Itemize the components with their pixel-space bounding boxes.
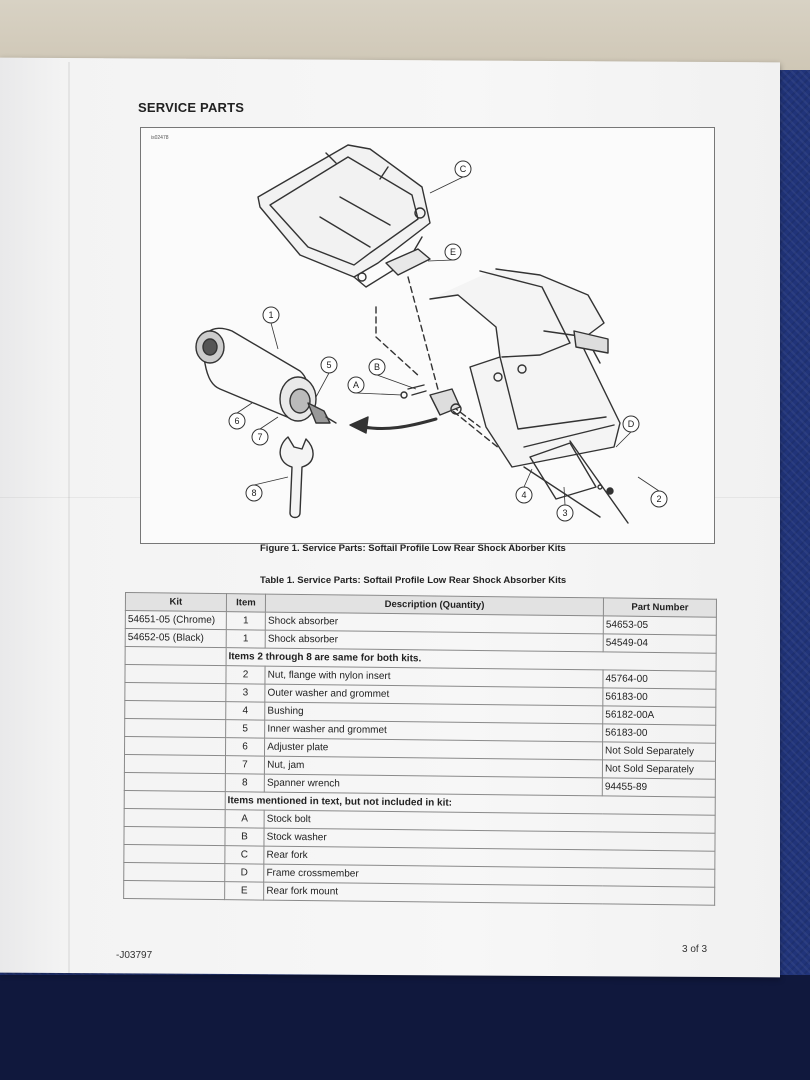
direction-arrow [362, 417, 438, 431]
callout-6: 6 [228, 412, 246, 430]
callout-2: 2 [650, 490, 668, 508]
header-item: Item [226, 593, 266, 613]
kit-cell [124, 718, 226, 738]
kit-cell: 54652-05 (Black) [125, 628, 227, 648]
kit-cell [124, 736, 226, 756]
table-caption: Table 1. Service Parts: Softail Profile … [260, 575, 567, 586]
svg-text:5: 5 [326, 360, 331, 370]
part-number-cell: 56183-00 [602, 687, 716, 708]
item-cell: 1 [226, 611, 266, 631]
callout-E: E [444, 243, 462, 261]
document-number: -J03797 [116, 950, 153, 961]
stock-bolt-drawing [407, 384, 427, 396]
item-cell: C [224, 845, 265, 865]
kit-cell [123, 844, 225, 864]
item-cell: E [224, 881, 264, 901]
svg-text:C: C [460, 164, 467, 174]
item-cell: 2 [225, 665, 266, 685]
item-cell: 5 [225, 719, 265, 739]
callout-3: 3 [556, 504, 574, 522]
part-number-cell: 54549-04 [603, 633, 717, 654]
figure-id: is02478 [151, 135, 169, 141]
kit-cell [124, 664, 226, 684]
header-part-number: Part Number [603, 597, 717, 618]
item-cell: 3 [225, 683, 266, 703]
svg-text:7: 7 [257, 432, 262, 442]
kit-cell [124, 682, 226, 702]
item-cell: B [224, 827, 265, 847]
item-cell: 8 [225, 773, 265, 793]
part-number-cell: 94455-89 [602, 777, 716, 798]
callout-D: D [622, 415, 640, 433]
item-cell: 1 [226, 629, 266, 649]
kit-cell [123, 826, 225, 846]
callout-B: B [368, 358, 386, 376]
svg-text:E: E [450, 247, 456, 257]
frame-drawing [429, 268, 621, 468]
kit-cell [124, 772, 226, 792]
shock-absorber-diagram: 1 2 3 4 5 6 7 8 A B C D E [195, 144, 668, 524]
part-number-cell: Not Sold Separately [602, 741, 716, 762]
item-cell: 4 [225, 701, 266, 721]
svg-text:8: 8 [251, 488, 256, 498]
part-number-cell: 54653-05 [603, 615, 717, 636]
svg-text:3: 3 [562, 508, 567, 518]
item-cell: D [224, 863, 265, 883]
part-number-cell: 56183-00 [602, 723, 716, 744]
callout-8: 8 [245, 484, 263, 502]
page-title: SERVICE PARTS [138, 100, 245, 115]
kit-cell [124, 754, 226, 774]
callout-4: 4 [515, 486, 533, 504]
page-number: 3 of 3 [682, 944, 708, 955]
spanner-wrench-drawing [279, 436, 314, 519]
svg-text:D: D [628, 419, 635, 429]
kit-cell [123, 862, 225, 882]
svg-text:6: 6 [234, 416, 239, 426]
paper-fold [68, 62, 70, 974]
callout-1: 1 [262, 306, 280, 324]
item-cell: A [224, 809, 265, 829]
kit-cell [124, 700, 226, 720]
item-cell: 6 [225, 737, 265, 757]
svg-text:2: 2 [656, 494, 661, 504]
kit-cell [123, 880, 225, 900]
kit-cell [124, 790, 226, 810]
part-number-cell: Not Sold Separately [602, 759, 716, 780]
background-shadow [0, 975, 810, 1080]
part-number-cell: 45764-00 [602, 669, 717, 690]
rear-fork-mount-drawing [385, 248, 431, 276]
svg-text:4: 4 [521, 490, 526, 500]
callout-7: 7 [251, 428, 269, 446]
kit-cell [125, 646, 227, 666]
rear-fork-drawing [257, 144, 431, 278]
svg-text:A: A [353, 380, 359, 390]
item-cell: 7 [225, 755, 265, 775]
header-kit: Kit [125, 592, 227, 612]
part-number-cell: 56182-00A [602, 705, 716, 726]
svg-text:B: B [374, 362, 380, 372]
figure-caption: Figure 1. Service Parts: Softail Profile… [260, 543, 566, 554]
kit-cell: 54651-05 (Chrome) [125, 610, 227, 630]
svg-text:1: 1 [268, 310, 273, 320]
kit-cell [124, 808, 226, 828]
callout-C: C [454, 160, 472, 178]
callout-5: 5 [320, 356, 338, 374]
service-parts-table: Kit Item Description (Quantity) Part Num… [123, 592, 717, 906]
callout-A: A [347, 376, 365, 394]
